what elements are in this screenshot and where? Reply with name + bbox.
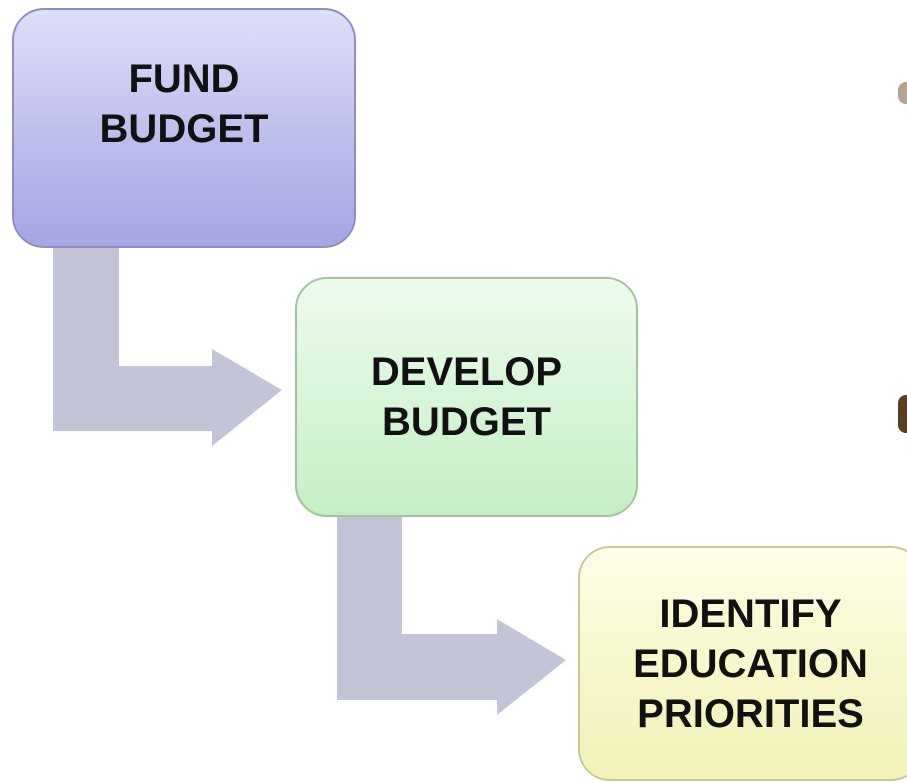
partial-figure-top-decoration [898,82,907,104]
identify-education-priorities-label: IDENTIFY EDUCATION PRIORITIES [633,591,868,736]
develop-budget-label: DEVELOP BUDGET [370,350,563,444]
arrow-fund-to-develop [53,248,282,446]
partial-figure-middle-decoration [898,395,907,433]
fund-budget-label: FUND BUDGET [99,57,269,151]
fund-budget-box: FUND BUDGET [12,8,356,248]
arrow-develop-to-identify [337,517,566,715]
develop-budget-box: DEVELOP BUDGET [295,277,638,517]
identify-education-priorities-box: IDENTIFY EDUCATION PRIORITIES [578,546,907,781]
